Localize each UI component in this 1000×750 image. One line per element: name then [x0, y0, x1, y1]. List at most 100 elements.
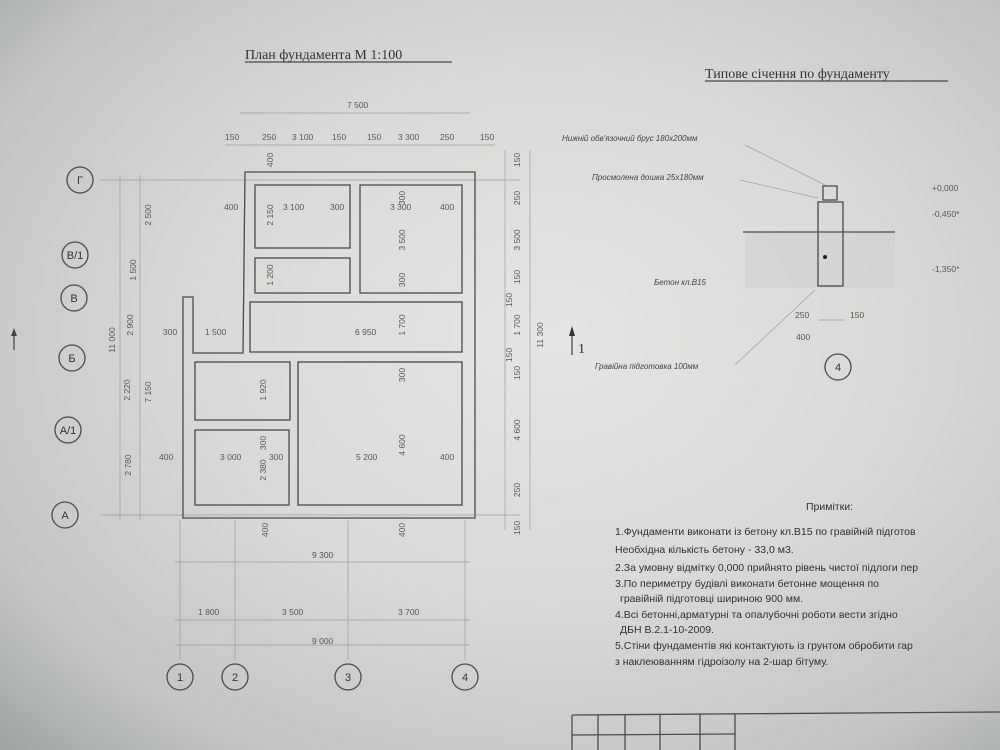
plan-title: План фундамента М 1:100	[245, 48, 402, 63]
note-line: з наклеюванням гідроізолу на 2-шар бітум…	[615, 656, 828, 668]
axis-label: 3	[345, 672, 351, 684]
dim: 5 200	[356, 452, 378, 462]
dim: 11 000	[107, 327, 117, 353]
dim: 2 380	[258, 459, 268, 481]
dim: 6 950	[355, 327, 377, 337]
dim: 4 600	[397, 434, 407, 456]
dim: 1 920	[258, 379, 268, 401]
dim: 11 300	[535, 322, 545, 348]
left-dims: 2 500 1 500 2 900 11 000 2 220 7 150 2 7…	[107, 204, 153, 476]
dim: 3 500	[397, 229, 407, 251]
dim: 150	[225, 132, 239, 142]
dim: 250	[512, 483, 522, 497]
col-axes: 1 2 3 4	[166, 663, 479, 691]
dim: 300	[397, 368, 407, 382]
section-axis-label: 4	[835, 362, 841, 374]
row-axes: Г В/1 В Б А/1 А	[51, 166, 94, 529]
axis-label: Б	[68, 353, 75, 365]
axis-label: 4	[462, 672, 468, 684]
dim: 3 300	[390, 202, 412, 212]
section-title: Типове січення по фундаменту	[705, 67, 890, 82]
dim: 1 500	[205, 327, 227, 337]
level-mark: -1,350*	[932, 264, 960, 274]
note-line: гравійній підготовці шириною 900 мм.	[620, 593, 803, 605]
section-arrow-left	[11, 328, 17, 350]
dim: 7 150	[143, 381, 153, 403]
dim: 400	[796, 332, 810, 342]
dim: 2 500	[143, 204, 153, 226]
dim: 4 600	[512, 419, 522, 441]
axis-label: А	[61, 510, 69, 522]
dim: 3 500	[512, 229, 522, 251]
dim: 150	[480, 132, 494, 142]
dim: 9 300	[312, 550, 334, 560]
dim: 2 780	[123, 454, 133, 476]
room-6	[194, 429, 290, 506]
dim: 3 700	[398, 607, 420, 617]
note-line: Необхідна кількість бетону - 33,0 м3.	[615, 544, 794, 556]
axis-label: 1	[177, 672, 183, 684]
dim: 300	[397, 273, 407, 287]
dim: 9 000	[312, 636, 334, 646]
section-axis-circle	[824, 353, 852, 381]
notes-title: Примітки:	[806, 501, 853, 513]
dim: 250	[440, 132, 454, 142]
dim: 150	[367, 132, 381, 142]
section-arrow-right: 1	[569, 326, 585, 357]
dim: 1 800	[198, 607, 220, 617]
room-2	[254, 257, 351, 294]
bottom-dims: 9 300 1 800 3 500 3 700 9 000	[198, 550, 420, 646]
section-label: Нижній обв'язочний брус 180х200мм	[562, 134, 698, 143]
dim: 1 700	[397, 314, 407, 336]
dim: 150	[504, 293, 514, 307]
axis-label: В/1	[67, 250, 84, 262]
dim: 1 500	[128, 259, 138, 281]
dim: 3 500	[282, 607, 304, 617]
dim: 2 150	[265, 204, 275, 226]
axis-label: Г	[77, 175, 83, 187]
dim: 2 220	[122, 379, 132, 401]
axis-label: 2	[232, 672, 238, 684]
note-line: 1.Фундаменти виконати із бетону кл.В15 п…	[615, 526, 916, 538]
room-4	[249, 301, 463, 353]
note-line: 3.По периметру будівлі виконати бетонне …	[615, 578, 879, 590]
dim: 3 100	[292, 132, 314, 142]
note-line: ДБН В.2.1-10-2009.	[620, 624, 714, 636]
note-line: 5.Стіни фундаментів які контактують із г…	[615, 640, 913, 652]
dim: 150	[512, 270, 522, 284]
dim: 150	[512, 366, 522, 380]
dim: 400	[224, 202, 238, 212]
level-mark: +0,000	[932, 183, 959, 193]
dim-top-total: 7 500	[347, 100, 369, 110]
outer-foundation-wall	[182, 171, 476, 519]
section-marker-label: 1	[578, 342, 585, 357]
dim: 150	[512, 521, 522, 535]
dim: 400	[440, 202, 454, 212]
notes: Примітки: 1.Фундаменти виконати із бетон…	[615, 501, 918, 668]
dim: 250	[262, 132, 276, 142]
section-drawing	[734, 144, 895, 366]
dim: 250	[512, 191, 522, 205]
dim: 3 000	[220, 452, 242, 462]
dim: 150	[512, 153, 522, 167]
dim: 400	[260, 523, 270, 537]
top-dims: 150 250 3 100 150 150 3 300 250 150	[225, 132, 494, 142]
dim: 250	[795, 310, 809, 320]
level-mark: -0,450*	[932, 209, 960, 219]
dim: 300	[269, 452, 283, 462]
room-5	[194, 361, 291, 421]
dim: 300	[330, 202, 344, 212]
right-dims: 150 250 3 500 150 150 1 700 150 11 300 1…	[504, 153, 545, 535]
dim: 1 700	[512, 314, 522, 336]
section-label: Просмолена дошка 25х180мм	[592, 173, 704, 182]
dim: 300	[163, 327, 177, 337]
room-7	[297, 361, 463, 506]
dim: 300	[397, 191, 407, 205]
dim: 1 200	[265, 264, 275, 286]
note-line: 4.Всі бетонні,арматурні та опалубочні ро…	[615, 609, 898, 621]
dim: 150	[850, 310, 864, 320]
dim: 400	[397, 523, 407, 537]
room-1	[254, 184, 351, 249]
